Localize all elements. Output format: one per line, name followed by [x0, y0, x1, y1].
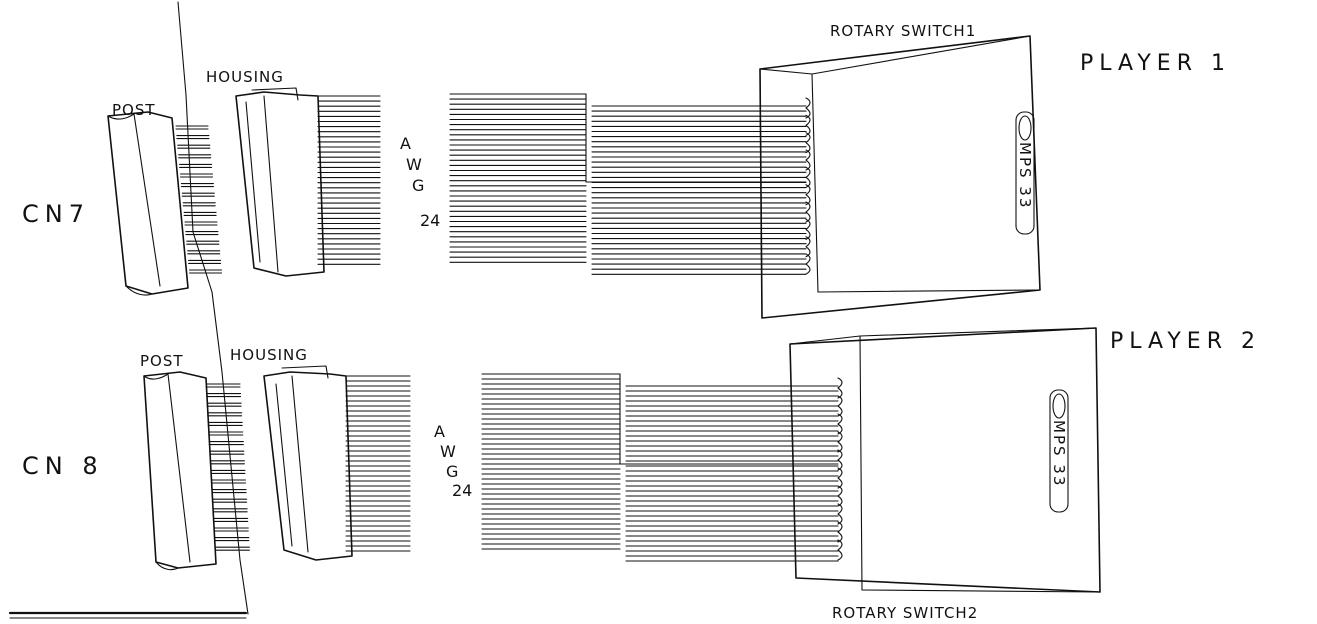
player-label-1: PLAYER 1: [1080, 51, 1231, 76]
awg-number-cn7: 24: [420, 211, 440, 230]
harness-bend: [619, 373, 839, 465]
connector-label-cn8: CN 8: [22, 452, 104, 480]
wire-hook-terminal: [837, 539, 843, 561]
switch-wires-cn8: [481, 373, 843, 562]
wire-hook-terminal: [837, 431, 843, 453]
wire-hook-terminal: [805, 97, 811, 119]
wire-hook-terminal: [837, 449, 843, 471]
part-marking-text-2: MPS 33: [1050, 420, 1068, 487]
post-header-cn7: [107, 111, 189, 296]
awg-letter-a-cn7: A: [400, 134, 411, 153]
housing-cn8: [263, 365, 353, 561]
player-label-2: PLAYER 2: [1110, 329, 1261, 354]
wire-hook-terminal: [837, 413, 843, 435]
harness-bend: [585, 93, 807, 183]
wire-hook-terminal: [837, 395, 843, 417]
connector-group-cn7: CN7 POST HOUSING A W G 24: [22, 22, 1231, 319]
wire-hook-terminal: [805, 184, 811, 206]
part-marking-frame-2: [1049, 389, 1069, 513]
awg-letter-g-cn7: G: [412, 176, 424, 195]
awg-letter-a-cn8: A: [434, 422, 445, 441]
awg-letter-w-cn8: W: [440, 442, 456, 461]
wire-hook-terminal: [805, 149, 811, 171]
part-marking-notch-2: [1052, 393, 1066, 419]
post-pins-cn8: [205, 383, 250, 551]
wire-hook-terminal: [837, 377, 843, 399]
wire-hook-terminal: [837, 521, 843, 543]
part-marking-notch-1: [1018, 115, 1032, 141]
post-label-cn8: POST: [140, 352, 184, 370]
wire-hook-terminal: [805, 114, 811, 136]
housing-label-cn8: HOUSING: [230, 346, 308, 364]
housing-wires-cn8: [345, 375, 411, 552]
wire-hook-terminal: [837, 467, 843, 489]
wire-hook-terminal: [837, 485, 843, 507]
post-header-cn8: [143, 371, 217, 571]
wire-hook-terminal: [805, 132, 811, 154]
post-label-cn7: POST: [112, 101, 156, 119]
switch-wires-cn7: [449, 93, 811, 275]
wire-hook-terminal: [805, 201, 811, 223]
awg-letter-w-cn7: W: [406, 155, 422, 174]
rotary-switch-2: MPS 33: [789, 327, 1101, 593]
housing-cn7: [235, 87, 325, 277]
connector-label-cn7: CN7: [22, 200, 90, 228]
wire-hook-terminal: [805, 218, 811, 240]
part-marking-text-1: MPS 33: [1016, 142, 1034, 209]
wire-hook-terminal: [805, 236, 811, 258]
part-marking-frame-1: [1015, 111, 1035, 235]
switch-label-1: ROTARY SWITCH1: [830, 22, 976, 40]
awg-number-cn8: 24: [452, 481, 472, 500]
panel-divider-line: [177, 1, 249, 615]
rotary-switch-1: MPS 33: [759, 35, 1041, 319]
wire-hook-terminal: [805, 253, 811, 275]
housing-wires-cn7: [317, 95, 381, 265]
housing-label-cn7: HOUSING: [206, 68, 284, 86]
post-pins-cn7: [175, 125, 223, 274]
awg-letter-g-cn8: G: [446, 462, 458, 481]
switch-label-2: ROTARY SWITCH2: [832, 604, 978, 622]
wire-hook-terminal: [837, 503, 843, 525]
connector-group-cn8: CN 8 POST HOUSING A W G 24: [22, 327, 1261, 622]
wire-hook-terminal: [805, 166, 811, 188]
